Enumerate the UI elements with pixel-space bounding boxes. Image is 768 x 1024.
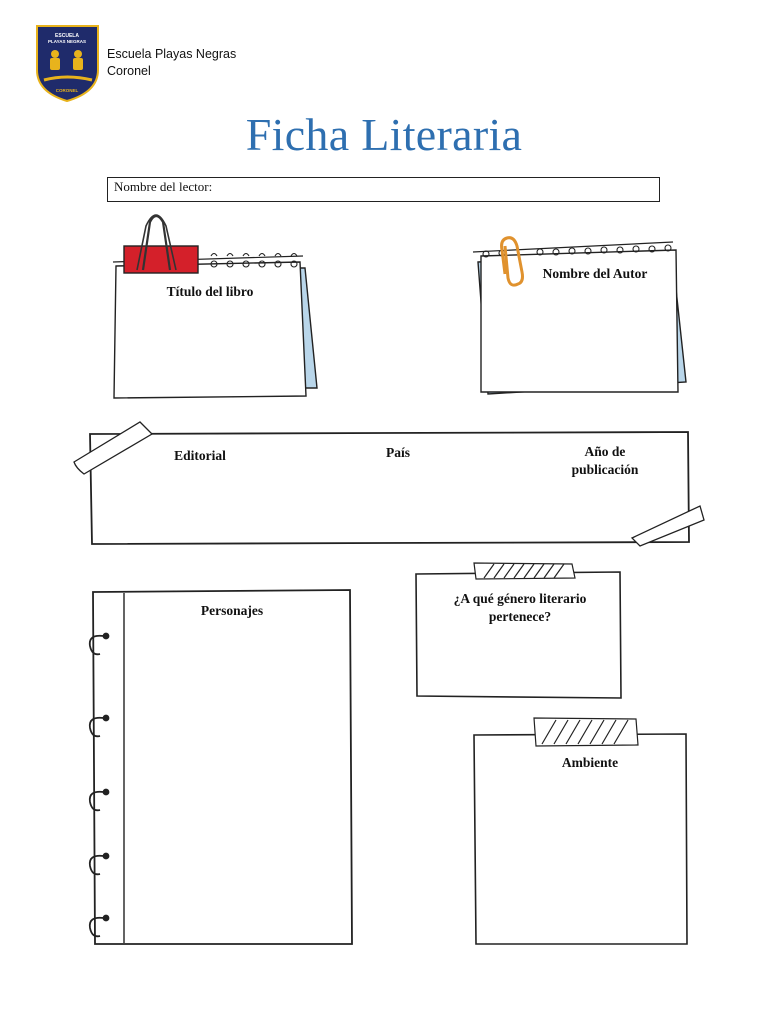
school-header: Escuela Playas Negras Coronel xyxy=(107,46,236,80)
book-title-label: Título del libro xyxy=(166,284,254,299)
publication-banner xyxy=(73,421,705,547)
publisher-label: Editorial xyxy=(174,448,226,463)
crest-text-bottom: CORONEL xyxy=(56,88,79,93)
author-note xyxy=(472,236,687,395)
genre-line2: pertenece? xyxy=(488,609,552,624)
book-title-area[interactable] xyxy=(120,305,300,390)
publication-year-line2: publicación xyxy=(571,462,639,477)
striped-tape-2 xyxy=(533,717,639,747)
school-crest-icon: ESCUELA PLAYAS NEGRAS CORONEL xyxy=(36,25,99,103)
school-name: Escuela Playas Negras xyxy=(107,47,237,61)
binder-clip-icon xyxy=(123,214,199,274)
genre-line1: ¿A qué género literario xyxy=(453,591,587,606)
publication-area[interactable] xyxy=(100,480,680,538)
reader-name-field[interactable]: Nombre del lector: xyxy=(107,177,660,202)
author-area[interactable] xyxy=(486,290,671,385)
spiral-rings xyxy=(88,632,110,938)
genre-label: ¿A qué género literario pertenece? xyxy=(430,590,610,626)
crest-text-mid: PLAYAS NEGRAS xyxy=(48,39,86,44)
paperclip-icon xyxy=(500,236,524,287)
genre-area[interactable] xyxy=(422,628,614,692)
reader-name-label: Nombre del lector: xyxy=(114,179,213,194)
page-title: Ficha Literaria xyxy=(245,109,523,160)
country-label: País xyxy=(385,445,410,460)
publication-year-line1: Año de xyxy=(584,444,626,459)
setting-area[interactable] xyxy=(480,775,680,937)
tape-left xyxy=(73,421,154,475)
setting-label: Ambiente xyxy=(561,755,619,770)
publication-year-label: Año de publicación xyxy=(555,443,655,479)
book-title-note xyxy=(112,214,318,399)
genre-note xyxy=(415,562,622,699)
tape-right xyxy=(630,505,705,547)
characters-notebook xyxy=(88,589,353,945)
setting-note xyxy=(473,717,688,945)
characters-label: Personajes xyxy=(200,603,264,618)
characters-area[interactable] xyxy=(130,625,345,935)
school-city: Coronel xyxy=(107,64,151,78)
striped-tape xyxy=(473,562,576,580)
author-label: Nombre del Autor xyxy=(542,266,648,281)
crest-text-top: ESCUELA xyxy=(55,33,79,39)
